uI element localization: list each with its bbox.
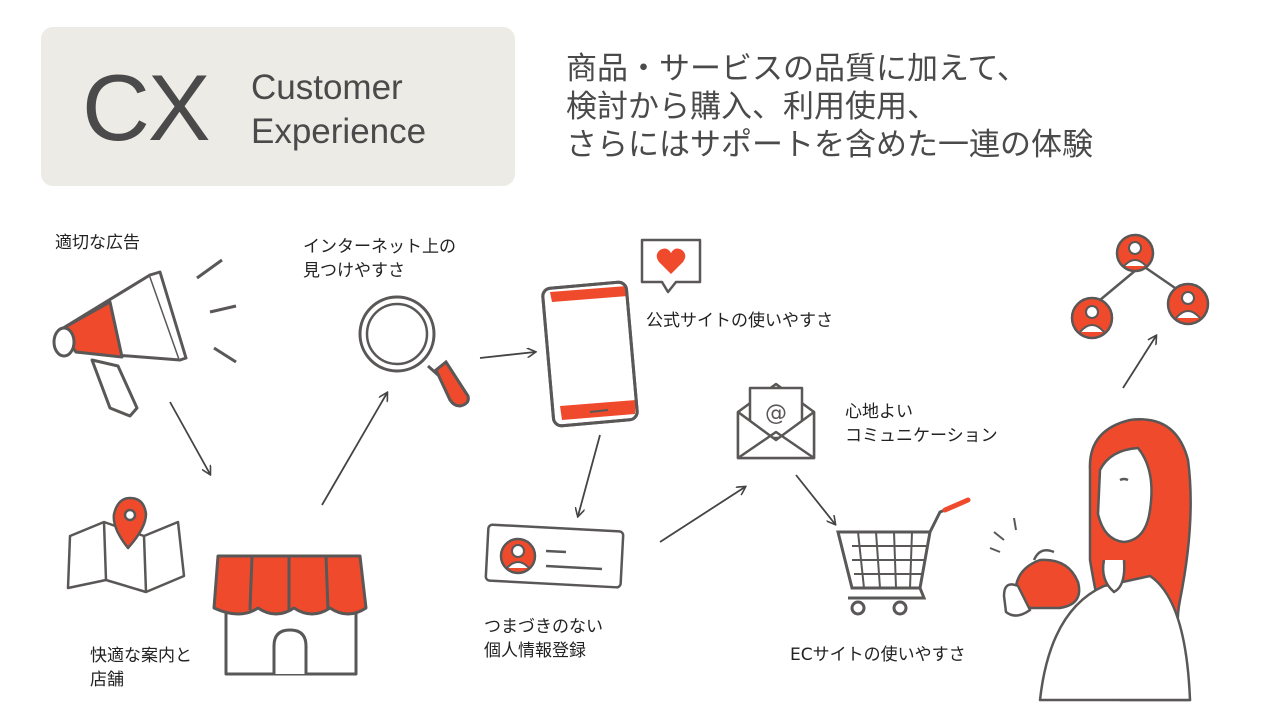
header-title: Customer Experience — [251, 66, 426, 154]
flow-arrows — [169, 336, 1156, 543]
network-people-icon — [1070, 233, 1210, 340]
header-title-line1: Customer — [251, 68, 403, 107]
arrow-search-to-phone — [479, 352, 535, 359]
label-guide-store: 快適な案内と 店舗 — [90, 644, 192, 692]
cx-abbreviation: CX — [82, 55, 211, 160]
arrow-woman-to-network — [1122, 336, 1156, 389]
label-communication-line1: 心地よい — [845, 402, 913, 422]
label-search-line2: 見つけやすさ — [303, 261, 405, 281]
heart-bubble-icon — [640, 238, 702, 294]
label-registration: つまづきのない 個人情報登録 — [484, 615, 603, 663]
storefront-icon — [212, 554, 368, 676]
arrow-ad-to-map — [169, 401, 210, 474]
shopping-cart-icon — [836, 497, 971, 616]
arrow-phone-to-card — [578, 434, 601, 516]
tagline-line1: 商品・サービスの品質に加えて、 — [566, 51, 1028, 87]
arrow-store-to-search — [321, 393, 387, 506]
header-title-line2: Experience — [251, 112, 427, 151]
mail-icon: @ — [736, 382, 816, 460]
user-card-icon — [484, 523, 625, 589]
label-guide-line1: 快適な案内と — [90, 646, 192, 666]
megaphone-icon — [52, 258, 237, 418]
label-registration-line2: 個人情報登録 — [484, 641, 586, 661]
label-search-line1: インターネット上の — [303, 237, 456, 257]
label-official-site: 公式サイトの使いやすさ — [646, 311, 833, 331]
label-ad: 適切な広告 — [55, 233, 140, 253]
label-communication-line2: コミュニケーション — [845, 426, 998, 446]
svg-text:@: @ — [765, 401, 787, 426]
label-registration-line1: つまづきのない — [484, 617, 603, 637]
arrow-card-to-mail — [659, 487, 745, 543]
label-search: インターネット上の 見つけやすさ — [303, 235, 456, 283]
map-pin-icon — [66, 496, 186, 594]
label-ec-site: ECサイトの使いやすさ — [790, 645, 966, 665]
arrow-mail-to-cart — [795, 474, 835, 524]
woman-with-purse-illustration — [989, 418, 1192, 702]
label-communication: 心地よい コミュニケーション — [845, 400, 998, 448]
person-node-left — [1070, 296, 1114, 340]
person-node-top — [1115, 233, 1155, 273]
person-node-right — [1166, 282, 1210, 326]
tagline: 商品・サービスの品質に加えて、 検討から購入、利用使用、 さらにはサポートを含め… — [566, 50, 1266, 164]
smartphone-icon — [541, 280, 639, 428]
tagline-line2: 検討から購入、利用使用、 — [566, 89, 938, 125]
tagline-line3: さらにはサポートを含めた一連の体験 — [566, 127, 1093, 163]
label-guide-line2: 店舗 — [90, 670, 124, 690]
magnifier-icon — [358, 295, 470, 408]
header-panel — [41, 27, 515, 186]
